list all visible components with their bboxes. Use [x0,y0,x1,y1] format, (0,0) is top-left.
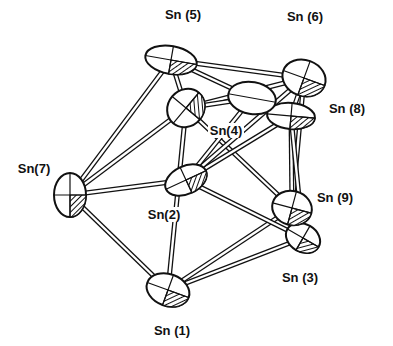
hatched-octant [186,93,213,120]
atom-ellipsoid [226,78,279,118]
principal-axes [143,42,199,79]
principal-axes [228,94,275,102]
bond-fill [168,208,292,290]
atom-ellipsoid [268,186,315,229]
atom-label: Sn (1) [152,323,192,338]
atom-label: Sn(2) [146,207,183,222]
ellipsoid-outline [54,173,86,217]
ellipsoid-outline [142,267,194,312]
ellipsoid-outline [143,42,199,79]
atom-ellipsoid [159,81,212,135]
bonds [70,60,304,290]
hatched-octant [169,60,197,78]
atom-label: Sn (8) [327,101,367,116]
ellipsoid-outline [159,81,212,135]
principal-axes [54,173,86,217]
atom-ellipsoid [277,54,331,103]
bond-outline [168,208,292,290]
principal-axes [277,54,331,103]
hatched-octant [70,195,86,217]
atom-label: Sn (9) [315,190,355,205]
principal-axes [160,158,212,202]
ellipsoid-outline [268,186,315,229]
principal-axes [268,186,315,229]
principal-axes [142,267,194,312]
atom-ellipsoid [54,173,86,217]
principal-axes [159,81,212,135]
hatched-octant [298,78,325,102]
atom-label: Sn (6) [285,9,325,24]
atom-label: Sn(7) [16,161,53,176]
bond-fill [168,108,186,290]
bond-outline [168,108,186,290]
atom-ellipsoid [142,267,194,312]
atom-ellipsoid [143,42,199,79]
ellipsoid-outline [160,158,212,202]
atom-label: Sn (3) [280,270,320,285]
ellipsoid-outline [277,54,331,103]
atom-label: Sn(4) [208,123,245,138]
atom-ellipsoid [160,158,212,202]
atoms [54,42,331,313]
atom-label: Sn (5) [163,7,203,22]
ellipsoid-outline [226,78,279,118]
